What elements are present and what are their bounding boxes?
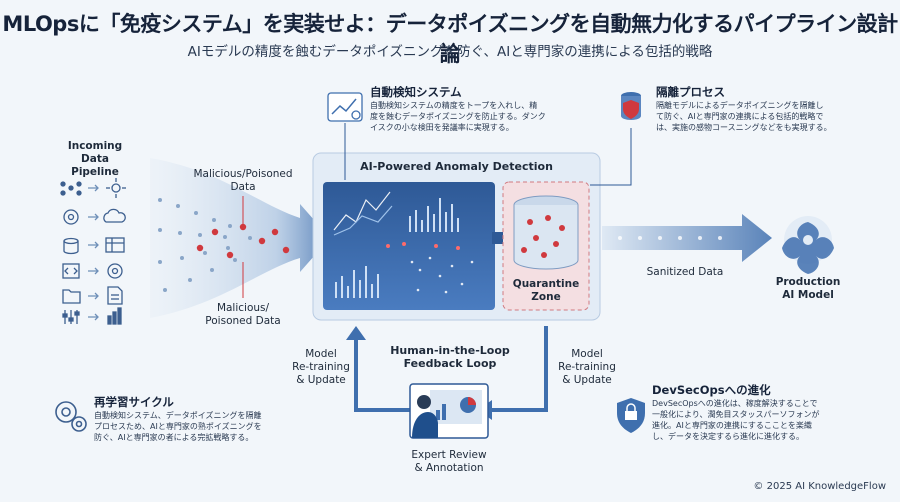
detect-note-title: 自動検知システム — [370, 85, 462, 99]
devsecops-note-title: DevSecOpsへの進化 — [652, 383, 771, 397]
lock-shield-icon — [617, 398, 645, 433]
database-icon — [63, 237, 79, 255]
retrain-note-body: 自動検知システム、データポイズニングを隔離 プロセスため、AIと専門家の熟ポイズ… — [94, 410, 294, 443]
retrain-left-line3: & Update — [296, 374, 346, 386]
retrain-right-line2: Re-training — [558, 361, 616, 373]
sanitized-label: Sanitized Data — [646, 266, 724, 278]
expert-label: Expert Review & Annotation — [394, 449, 504, 475]
production-label: Production AI Model — [768, 276, 848, 302]
isolation-note-body: 隔離モデルによるデータポイズニングを隔離し て防ぐ、AIと専門家の連携による包括… — [656, 100, 886, 133]
dashboard-scatter — [410, 256, 474, 294]
expert-line1: Expert Review — [411, 449, 487, 461]
table-icon — [105, 237, 125, 253]
document-icon — [107, 286, 123, 305]
incoming-label: Incoming Data Pipeline — [56, 140, 134, 179]
dashboard-charts — [333, 191, 459, 298]
dashboard-anomalies — [386, 242, 460, 250]
quarantine-line1: Quarantine — [512, 278, 580, 290]
hitl-line1: Human-in-the-Loop — [390, 344, 510, 357]
data-stream-dots — [158, 198, 252, 292]
expert-line2: & Annotation — [414, 462, 484, 474]
bubble-icon — [60, 181, 82, 196]
production-model-icon — [782, 216, 834, 274]
copyright-footer: © 2025 AI KnowledgeFlow — [753, 481, 886, 492]
cloud-icon — [103, 208, 126, 223]
devsecops-note-body: DevSecOpsへの進化は、稼度解決することで 一般化により、潤免目スタッスパ… — [652, 398, 882, 442]
detect-note-line3: イスクの小な検田を発議率に実現する。 — [370, 123, 514, 132]
database-shield-icon — [621, 92, 641, 120]
sanitized-dots — [618, 236, 722, 240]
sliders-icon — [62, 310, 80, 324]
gear-icon — [107, 263, 123, 279]
retrain-note-line2: プロセスため、AIと専門家の熟ポイズニングを — [94, 422, 262, 431]
malicious-top-line1: Malicious/Poisoned — [193, 168, 293, 180]
retrain-right-label: Model Re-training & Update — [552, 348, 622, 387]
retrain-right-line3: & Update — [562, 374, 612, 386]
isolation-note-connector — [590, 128, 632, 186]
bar-chart-icon — [107, 307, 122, 325]
quarantine-cylinder — [513, 195, 579, 270]
devsecops-note-line3: 進化。AIと専門家の連携にするこことを楽織 — [652, 421, 812, 430]
incoming-funnel — [150, 158, 330, 318]
retrain-left-label: Model Re-training & Update — [286, 348, 356, 387]
hitl-label: Human-in-the-Loop Feedback Loop — [380, 344, 520, 370]
retrain-note-line1: 自動検知システム、データポイズニングを隔離 — [94, 411, 262, 420]
detect-note-body: 自動検知システムの精度をトープを入れし、精 度を蝕むデータポイズニングを防止する… — [370, 100, 590, 133]
isolation-note-line3: は、実施の感物コースニングなどをも実現する。 — [656, 123, 832, 132]
detect-note-line2: 度を蝕むデータポイズニングを防止する。ダンク — [370, 112, 546, 121]
page-title: MLOpsに「免疫システム」を実装せよ：データポイズニングを自動無力化するパイプ… — [2, 12, 898, 66]
retrain-right-arrow — [488, 326, 548, 412]
isolation-note-line2: て防ぐ、AIと専門家の連携による包括的戦略で — [656, 112, 824, 121]
quarantine-label: Quarantine Zone — [503, 278, 589, 304]
devsecops-note-line1: DevSecOpsへの進化は、稼度解決することで — [652, 399, 818, 408]
settings-icon — [63, 209, 79, 225]
quarantine-line2: Zone — [531, 291, 561, 303]
isolation-note-line1: 隔離モデルによるデータポイズニングを隔離し — [656, 101, 824, 110]
retrain-left-line1: Model — [305, 348, 337, 360]
chart-note-icon — [327, 92, 363, 122]
retrain-left-line2: Re-training — [292, 361, 350, 373]
folder-icon — [62, 289, 81, 304]
code-icon — [62, 263, 80, 279]
incoming-label-line2: Data Pipeline — [71, 153, 119, 178]
hitl-line2: Feedback Loop — [403, 357, 497, 370]
devsecops-note-line2: 一般化により、潤免目スタッスパーソフォンが — [652, 410, 820, 419]
malicious-top-label: Malicious/Poisoned Data — [186, 168, 300, 194]
malicious-bottom-line1: Malicious/ — [216, 302, 270, 314]
production-line2: AI Model — [782, 289, 834, 301]
network-icon — [106, 178, 126, 198]
retrain-note-title: 再学習サイクル — [94, 395, 174, 409]
page-subtitle: AIモデルの精度を蝕むデータポイズニングを防ぐ、AIと専門家の連携による包括的戦… — [187, 44, 713, 60]
malicious-bottom-label: Malicious/ Poisoned Data — [196, 302, 290, 328]
retrain-right-line1: Model — [571, 348, 603, 360]
sanitized-arrow — [602, 214, 772, 262]
detect-note-line1: 自動検知システムの精度をトープを入れし、精 — [370, 101, 538, 110]
expert-icon — [409, 383, 489, 439]
detection-title: AI-Powered Anomaly Detection — [360, 160, 553, 173]
malicious-bottom-line2: Poisoned Data — [205, 315, 281, 327]
production-line1: Production — [775, 276, 841, 288]
retrain-left-arrow — [354, 336, 414, 412]
retrain-gears-icon — [55, 401, 87, 432]
incoming-label-line1: Incoming — [67, 140, 123, 152]
source-icons — [60, 178, 126, 325]
arrow-icons — [88, 184, 99, 321]
isolation-note-title: 隔離プロセス — [656, 85, 725, 99]
malicious-top-line2: Data — [230, 181, 256, 193]
devsecops-note-line4: し、データを決定するら進化に進化する。 — [652, 432, 804, 441]
retrain-note-line3: 防ぐ、AIと専門家の者による完拡戦略する。 — [94, 433, 254, 442]
